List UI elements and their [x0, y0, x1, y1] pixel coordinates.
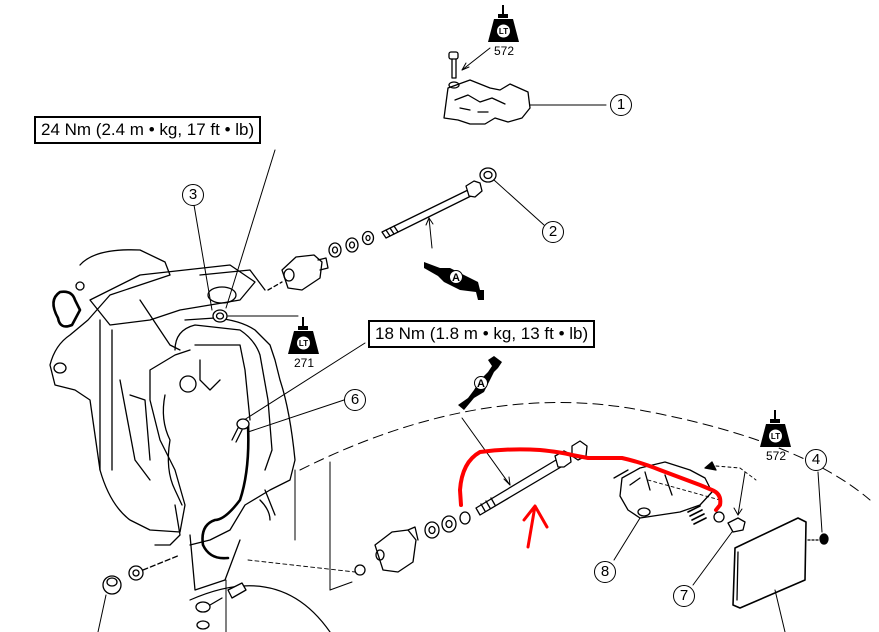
- wire-left: [52, 290, 82, 328]
- cover-plate: [732, 517, 807, 632]
- callout-1: 1: [610, 94, 632, 116]
- upper-through-bolt: [381, 180, 483, 249]
- red-path-line: [458, 447, 723, 512]
- lower-washers: [424, 511, 471, 539]
- lt-code-572-right: 572: [765, 449, 787, 463]
- svg-text:LT: LT: [771, 432, 780, 441]
- lower-through-bolt: [461, 417, 572, 516]
- screw-7: [692, 471, 746, 586]
- spring: [687, 505, 707, 525]
- grease-symbol-lower: A: [458, 356, 502, 410]
- callout-2: 2: [542, 221, 564, 243]
- sensor-bolt-6: [231, 418, 250, 443]
- callout-7: 7: [673, 585, 695, 607]
- lt-badge-271: LT: [288, 317, 319, 354]
- wire-sensor: [201, 423, 250, 560]
- upper-washers: [328, 230, 375, 258]
- callout-3: 3: [182, 184, 204, 206]
- leader-torque-24: [225, 149, 276, 309]
- lt-code-572-top: 572: [493, 44, 515, 58]
- clamp-1: [443, 79, 607, 125]
- lt-code-271: 271: [293, 356, 315, 370]
- reference-arc-lower: [189, 585, 331, 632]
- lower-bushing: [247, 526, 419, 576]
- red-annotation: [458, 447, 723, 549]
- nut-3: [212, 309, 299, 323]
- callout-8: 8: [594, 561, 616, 583]
- leader-torque-18: [243, 342, 366, 421]
- grease-symbol-upper: A: [424, 262, 484, 300]
- trim-sensor-8: [613, 461, 721, 561]
- bottom-nut: [97, 554, 181, 632]
- sensor-nut: [713, 511, 725, 523]
- torque-spec-18nm: 18 Nm (1.8 m • kg, 13 ft • lb): [368, 320, 596, 348]
- clamp-bolt: [448, 47, 491, 89]
- svg-text:A: A: [477, 378, 485, 390]
- nut-2: [479, 167, 545, 226]
- torque-spec-24nm: 24 Nm (2.4 m • kg, 17 ft • lb): [34, 116, 262, 144]
- red-arrow-icon: [522, 504, 549, 549]
- screw-4: [807, 471, 829, 545]
- leader-callout-6: [247, 399, 345, 433]
- callout-6: 6: [344, 389, 366, 411]
- svg-text:LT: LT: [299, 339, 308, 348]
- lt-badge-572-right: LT: [760, 410, 791, 447]
- terminal: [195, 579, 247, 632]
- svg-text:LT: LT: [499, 27, 508, 36]
- callout-4: 4: [805, 449, 827, 471]
- svg-text:A: A: [452, 272, 460, 284]
- lt-badge-572-top: LT: [488, 5, 519, 42]
- top-fitting: [704, 461, 717, 471]
- leader-callout-3: [193, 204, 213, 311]
- swivel-bracket-assembly: [49, 249, 296, 591]
- upper-bushing: [267, 254, 329, 291]
